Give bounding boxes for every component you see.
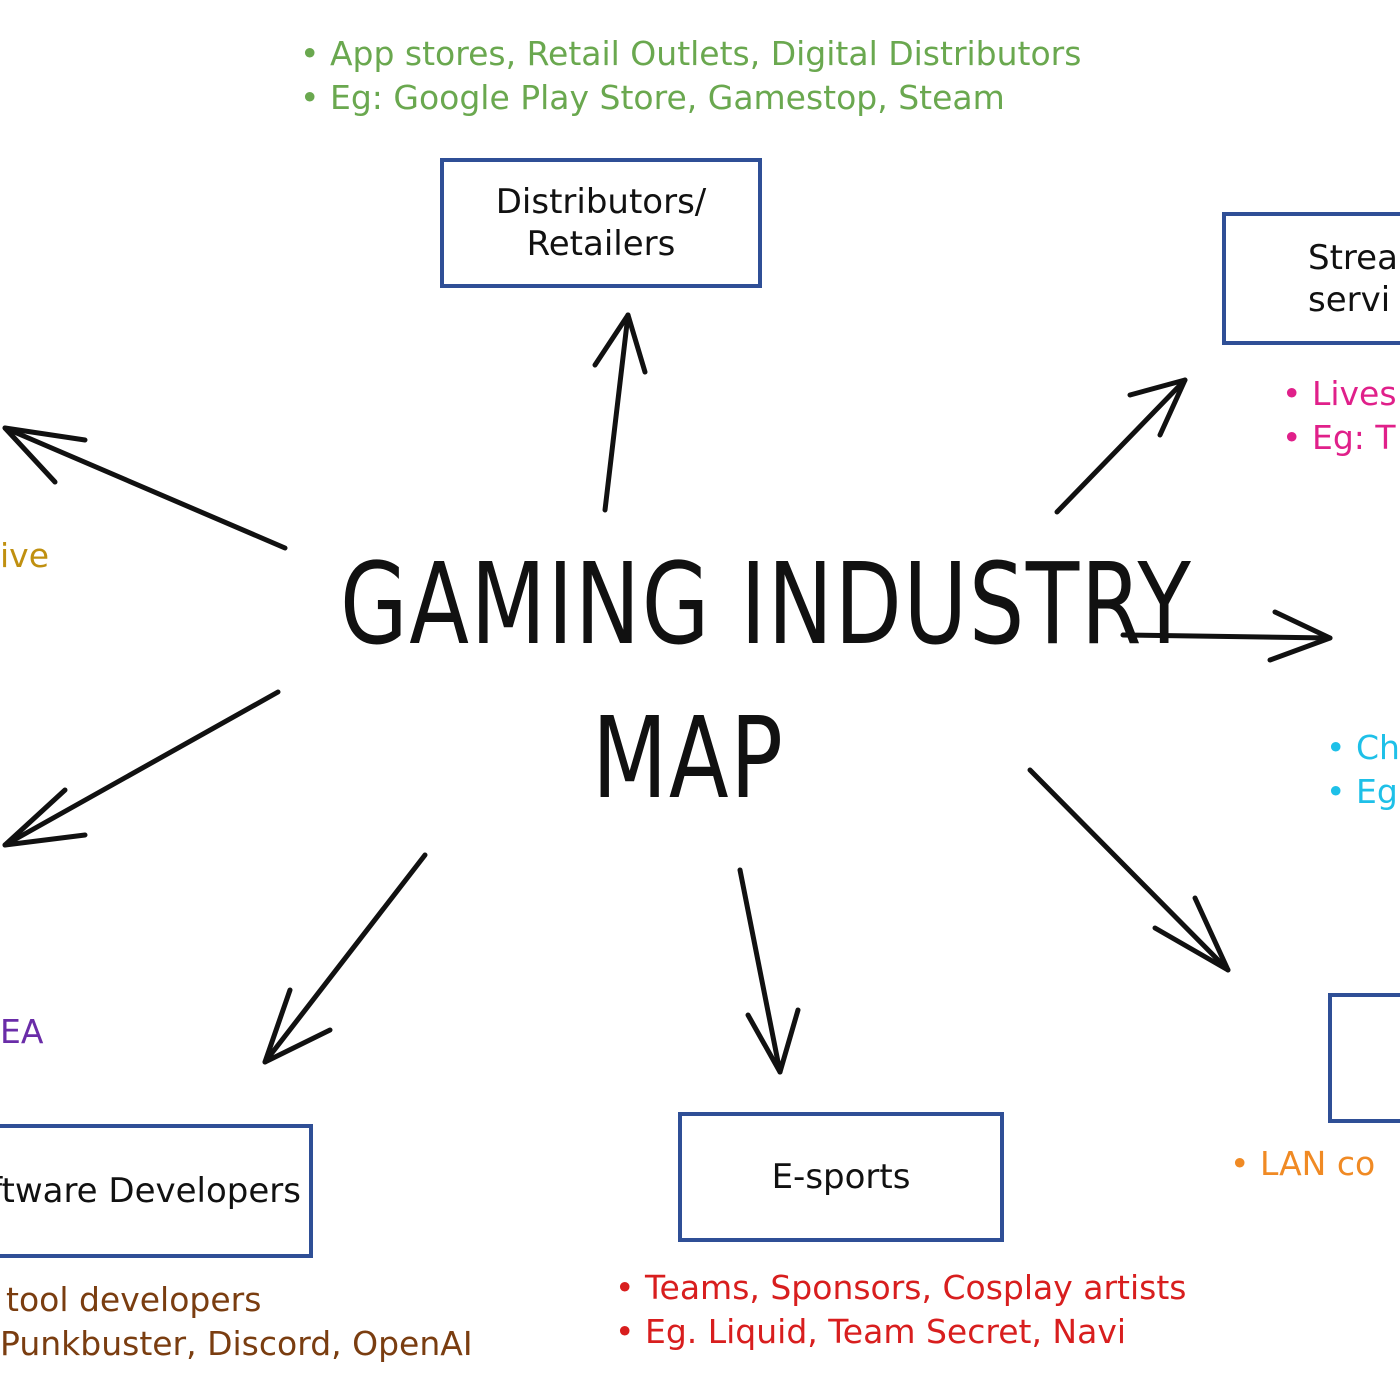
arrow-to-software: [262, 852, 428, 1065]
diagram-title: GAMING INDUSTRY: [340, 540, 1193, 670]
streaming-notes: • Lives • Eg: T: [1282, 374, 1397, 457]
arrow-to-distributors: [592, 312, 648, 513]
left-mid-notes: EA: [0, 1012, 44, 1051]
note: Eg: [1355, 772, 1398, 811]
distributors-node: Distributors/Retailers: [440, 158, 762, 288]
node-label: Strea: [1308, 237, 1398, 278]
esports-notes: • Teams, Sponsors, Cosplay artists • Eg.…: [615, 1268, 1187, 1351]
software-notes: tool developers Punkbuster, Discord, Ope…: [0, 1278, 473, 1366]
node-label: servi: [1308, 279, 1391, 320]
arrow-to-esports: [737, 867, 801, 1075]
right-notes: • Ch • Eg: [1326, 728, 1400, 811]
note: Eg. Liquid, Team Secret, Navi: [644, 1312, 1127, 1351]
arrow-to-right: [1120, 609, 1333, 663]
note: Eg: Google Play Store, Gamestop, Steam: [329, 78, 1005, 117]
diagram-title-line2: MAP: [592, 694, 785, 824]
node-label: Distributors/: [495, 182, 707, 222]
note: Teams, Sponsors, Cosplay artists: [644, 1268, 1187, 1307]
note: Ch: [1355, 728, 1400, 767]
node-label: ftware Developers: [0, 1171, 301, 1211]
arrow-to-streaming: [1054, 377, 1188, 515]
note: Lives: [1311, 374, 1397, 413]
note: tool developers: [6, 1280, 262, 1319]
software-developers-node: ftware Developers: [0, 1124, 313, 1258]
distributors-notes: • App stores, Retail Outlets, Digital Di…: [300, 34, 1082, 117]
note: LAN co: [1259, 1144, 1376, 1183]
note: Eg: T: [1311, 418, 1396, 457]
esports-node: E-sports: [678, 1112, 1004, 1242]
note: App stores, Retail Outlets, Digital Dist…: [329, 34, 1082, 73]
arrow-to-left-top: [2, 425, 288, 551]
node-label: Retailers: [526, 224, 676, 264]
arrow-to-left-mid: [2, 689, 281, 848]
left-top-notes: ive: [0, 536, 50, 575]
lan-node: [1328, 993, 1400, 1123]
note: Punkbuster, Discord, OpenAI: [0, 1324, 473, 1363]
node-label: E-sports: [771, 1157, 911, 1197]
arrow-to-lan: [1027, 767, 1231, 973]
lan-notes: • LAN co: [1230, 1144, 1376, 1183]
